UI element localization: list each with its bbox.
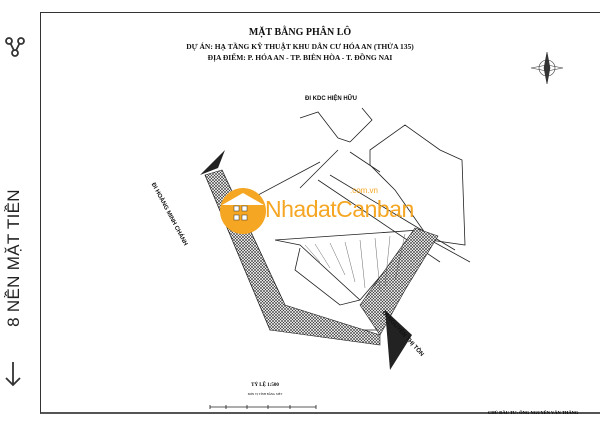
road-label-north: ĐI KDC HIỆN HỮU (305, 96, 357, 102)
footer-owner: CHỦ ĐẦU TƯ: ÔNG NGUYỄN VĂN THẮNG (488, 410, 579, 415)
arrow-south (385, 310, 412, 370)
location-line: ĐỊA ĐIỂM: P. HÓA AN - TP. BIÊN HÒA - T. … (207, 53, 393, 62)
drawing-sheet (40, 12, 600, 414)
watermark-brand: NhadatCanban (265, 196, 414, 222)
arrow-west (200, 150, 225, 175)
share-nodes-icon[interactable] (4, 36, 26, 58)
document-title: MẶT BẰNG PHÂN LÔ (248, 27, 352, 38)
hatched-road-east (359, 227, 439, 336)
watermark-domain: .com.vn (350, 186, 379, 195)
sidebar: 8 NỀN MẶT TIỀN (0, 0, 28, 424)
project-line: DỰ ÁN: HẠ TẦNG KỸ THUẬT KHU DÂN CƯ HÓA A… (186, 42, 414, 51)
scale-label: TỶ LỆ 1:500 (251, 383, 279, 388)
scale-bar (209, 405, 317, 409)
lot-lines (304, 233, 406, 291)
scale-note: ĐƠN VỊ TÍNH BẰNG MÉT (247, 392, 283, 396)
north-arrow-icon (530, 51, 564, 85)
watermark-logo-icon (220, 188, 266, 234)
arrow-down-icon[interactable] (3, 360, 23, 388)
